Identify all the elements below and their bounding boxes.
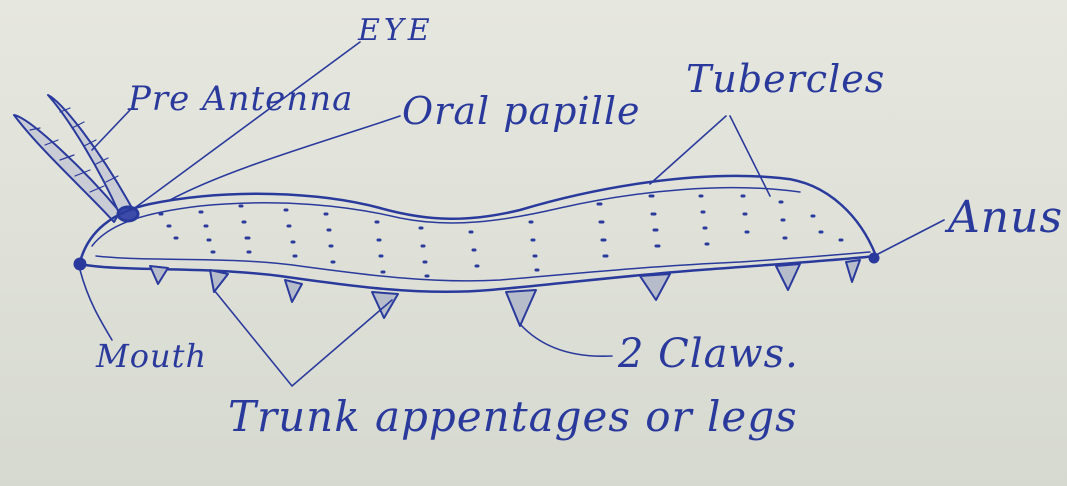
pre-antenna-label: Pre Antenna	[128, 82, 353, 116]
tubercles-label: Tubercles	[686, 60, 885, 98]
claws-label: 2 Claws.	[618, 334, 799, 374]
mouth-shape	[74, 258, 86, 270]
oral-papille-label: Oral papille	[402, 92, 640, 130]
eye-label: EYE	[358, 16, 434, 46]
trunk-appendages-label: Trunk appentages or legs	[228, 396, 798, 438]
tubercle-dots	[160, 196, 842, 276]
anus-label: Anus	[948, 196, 1063, 240]
trunk-legs	[150, 260, 860, 326]
body-outline	[80, 176, 876, 292]
mouth-label: Mouth	[96, 340, 207, 372]
pre-antenna-shape	[14, 95, 132, 222]
